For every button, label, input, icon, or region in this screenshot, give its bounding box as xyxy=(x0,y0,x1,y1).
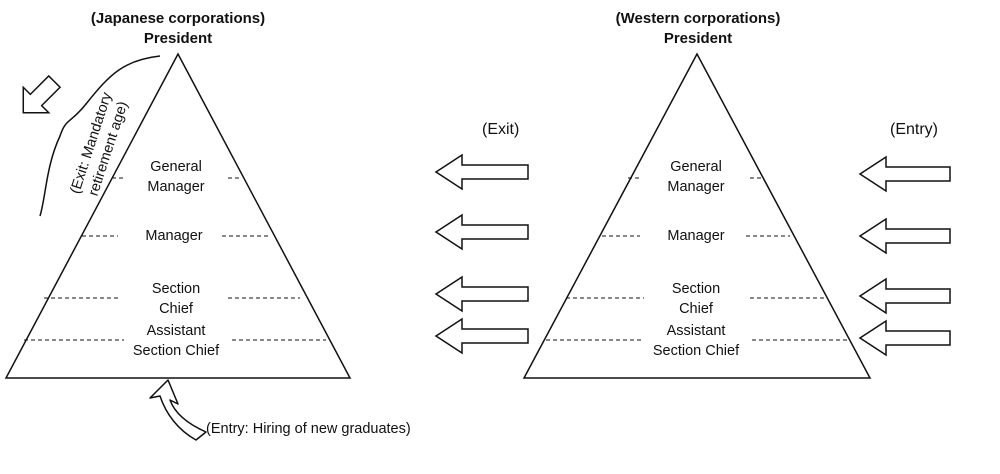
exit-arrow-manager-icon xyxy=(434,213,529,251)
jp-level-manager: Manager xyxy=(145,228,203,244)
w-level-section-chief: Section Chief xyxy=(646,279,746,319)
exit-arrow-general-manager-icon xyxy=(434,153,529,191)
entry-label: (Entry) xyxy=(890,121,938,138)
jp-level-section-chief-line1: Section xyxy=(151,281,201,297)
western-heading: (Western corporations) xyxy=(615,10,781,27)
exit-label: (Exit) xyxy=(482,121,520,138)
jp-level-general-manager: General Manager xyxy=(126,157,226,197)
w-level-assistant-section-chief: Assistant Section Chief xyxy=(638,321,754,361)
japanese-top-label: President xyxy=(143,30,213,47)
entry-arrow-assistant-icon xyxy=(858,319,951,357)
jp-level-general-manager-line1: General xyxy=(150,159,202,175)
w-level-assistant-line2: Section Chief xyxy=(652,343,740,359)
jp-level-assistant-section-chief: Assistant Section Chief xyxy=(118,321,234,361)
japanese-heading: (Japanese corporations) xyxy=(90,10,266,27)
w-level-section-chief-line2: Chief xyxy=(679,301,713,317)
w-level-general-manager-line1: General xyxy=(670,159,722,175)
jp-level-section-chief-line2: Chief xyxy=(159,301,193,317)
western-top-label: President xyxy=(663,30,733,47)
exit-arrow-assistant-icon xyxy=(434,317,529,355)
jp-level-assistant-line2: Section Chief xyxy=(132,343,220,359)
jp-level-assistant-line1: Assistant xyxy=(146,323,206,339)
exit-arrow-icon xyxy=(22,74,62,114)
entry-arrow-icon xyxy=(149,379,207,441)
w-level-general-manager-line2: Manager xyxy=(667,179,725,195)
jp-level-general-manager-line2: Manager xyxy=(147,179,205,195)
w-level-general-manager: General Manager xyxy=(646,157,746,197)
exit-arrow-section-chief-icon xyxy=(434,275,529,313)
entry-arrow-general-manager-icon xyxy=(858,155,951,193)
western-pyramid xyxy=(522,52,872,379)
entry-arrow-section-chief-icon xyxy=(858,277,951,315)
entry-arrow-manager-icon xyxy=(858,217,951,255)
jp-level-section-chief: Section Chief xyxy=(126,279,226,319)
exit-brace xyxy=(39,55,161,217)
w-level-assistant-line1: Assistant xyxy=(666,323,726,339)
japanese-pyramid xyxy=(4,52,352,379)
entry-note: (Entry: Hiring of new graduates) xyxy=(206,421,411,437)
w-level-manager: Manager xyxy=(667,228,725,244)
w-level-section-chief-line1: Section xyxy=(671,281,721,297)
